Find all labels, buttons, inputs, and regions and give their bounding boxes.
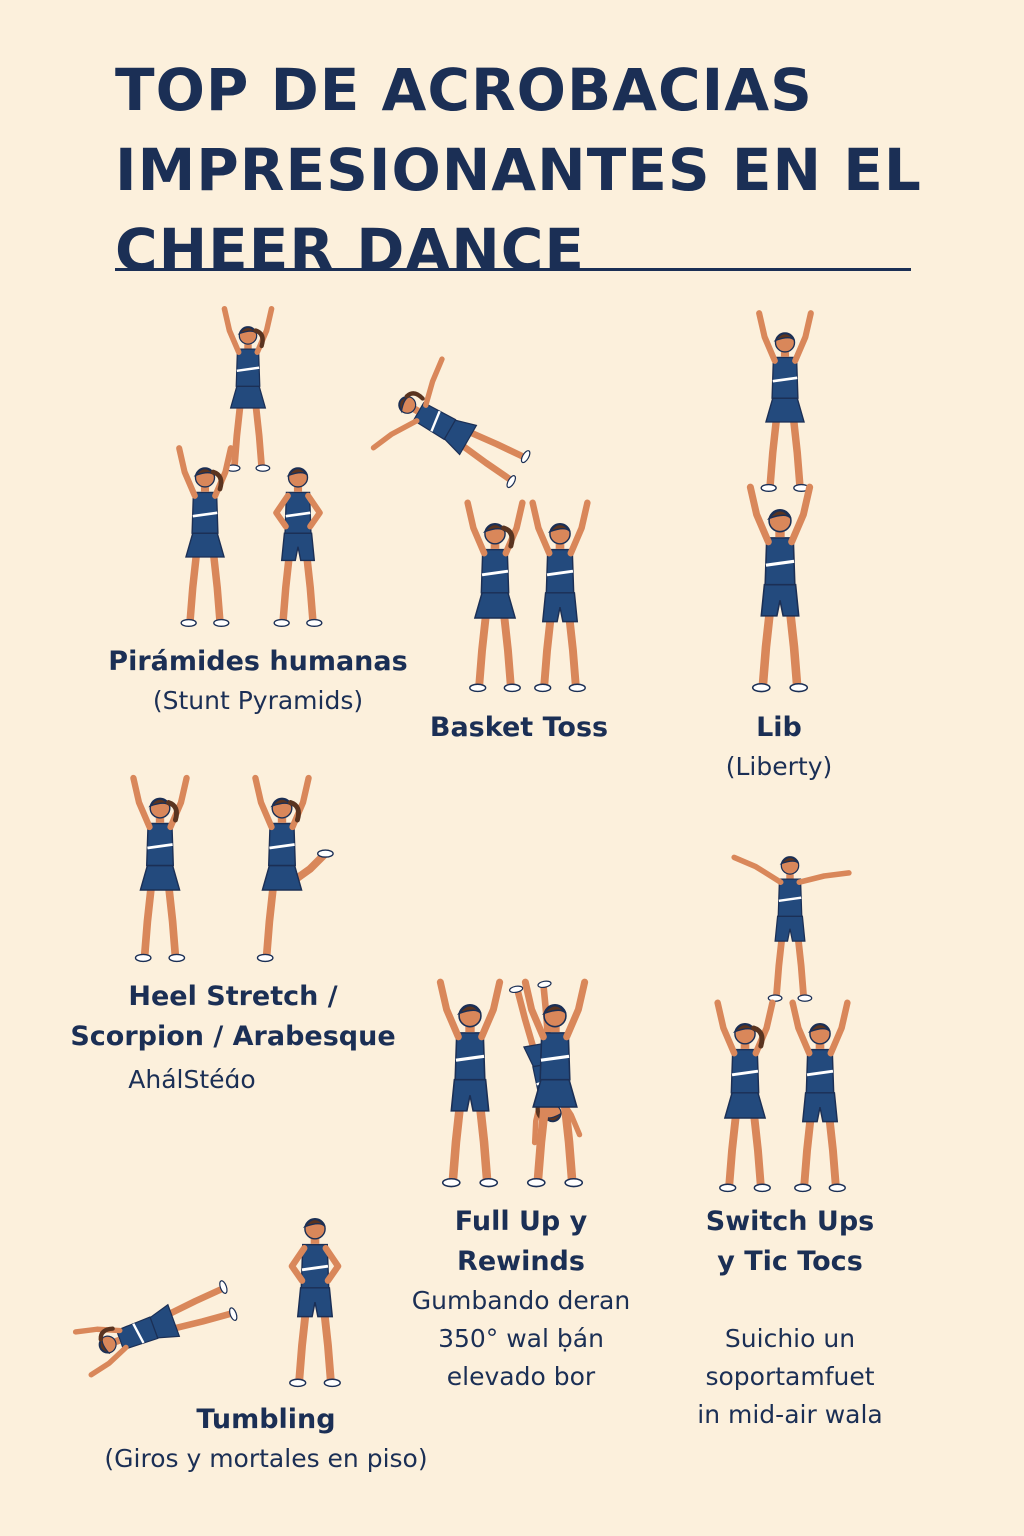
arabesque-figure xyxy=(130,774,190,963)
base-figure xyxy=(464,499,526,693)
stunt-title: Scorpion / Arabesque xyxy=(70,1021,396,1052)
base-figure xyxy=(273,467,323,628)
stunt-title: Switch Ups xyxy=(705,1206,875,1237)
base-figure xyxy=(436,978,504,1188)
basket-toss-label: Basket Toss xyxy=(430,708,608,748)
title-divider xyxy=(115,268,911,271)
title-line: CHEER DANCE xyxy=(115,216,585,284)
stunt-description: soportamfuet xyxy=(705,1362,875,1391)
base-figure xyxy=(521,978,589,1188)
base-figure xyxy=(746,483,814,693)
stunt-pyramids-label: Pirámides humanas (Stunt Pyramids) xyxy=(108,642,407,720)
base-figure xyxy=(529,499,591,693)
stunt-title: Tumbling xyxy=(196,1404,336,1435)
stunt-title: Heel Stretch / xyxy=(128,981,338,1012)
tumbling-figure xyxy=(72,1280,238,1378)
stunt-subtitle: (Stunt Pyramids) xyxy=(152,686,364,715)
base-figure xyxy=(714,999,776,1193)
flyer-figure xyxy=(731,854,852,1002)
page-title: TOP DE ACROBACIAS IMPRESIONANTES EN EL C… xyxy=(115,50,922,290)
stunt-description: in mid-air wala xyxy=(697,1400,883,1429)
stunt-subtitle: AhálStéɑ́o xyxy=(128,1065,256,1094)
flyer-figure xyxy=(370,356,531,489)
scorpion-figure xyxy=(252,774,334,963)
title-line: IMPRESIONANTES EN EL xyxy=(115,136,922,204)
base-figure xyxy=(789,999,851,1193)
stunt-title: Lib xyxy=(756,712,802,743)
tumbling-label: Tumbling (Giros y mortales en piso) xyxy=(104,1400,427,1478)
stunt-subtitle: (Liberty) xyxy=(725,752,833,781)
flyer-figure xyxy=(221,306,275,472)
full-up-label: Full Up y Rewinds Gumbando deran 350° wa… xyxy=(412,1202,630,1396)
title-line: TOP DE ACROBACIAS xyxy=(115,56,813,124)
heel-stretch-label: Heel Stretch / Scorpion / Arabesque xyxy=(70,977,395,1057)
stunt-subtitle: (Giros y mortales en piso) xyxy=(104,1444,428,1473)
flyer-figure xyxy=(756,310,814,493)
liberty-label: Lib (Liberty) xyxy=(726,708,833,786)
stunt-description: Suichio un xyxy=(724,1324,856,1353)
heel-stretch-subtitle: AhálStéɑ́o xyxy=(128,1061,255,1099)
stunt-description: 350° wal ḅán xyxy=(438,1324,604,1353)
stunt-description: elevado bor xyxy=(446,1362,596,1391)
stunt-title: y Tic Tocs xyxy=(717,1246,863,1277)
stunt-title: Basket Toss xyxy=(429,712,609,743)
stunt-title: Rewinds xyxy=(457,1246,585,1277)
spotter-figure xyxy=(288,1217,342,1388)
stunt-description: Gumbando deran xyxy=(411,1286,631,1315)
switch-ups-label: Switch Ups y Tic Tocs Suichio un soporta… xyxy=(697,1202,882,1434)
base-figure xyxy=(176,445,234,628)
stunt-title: Pirámides humanas xyxy=(108,646,408,677)
stunt-title: Full Up y xyxy=(454,1206,588,1237)
